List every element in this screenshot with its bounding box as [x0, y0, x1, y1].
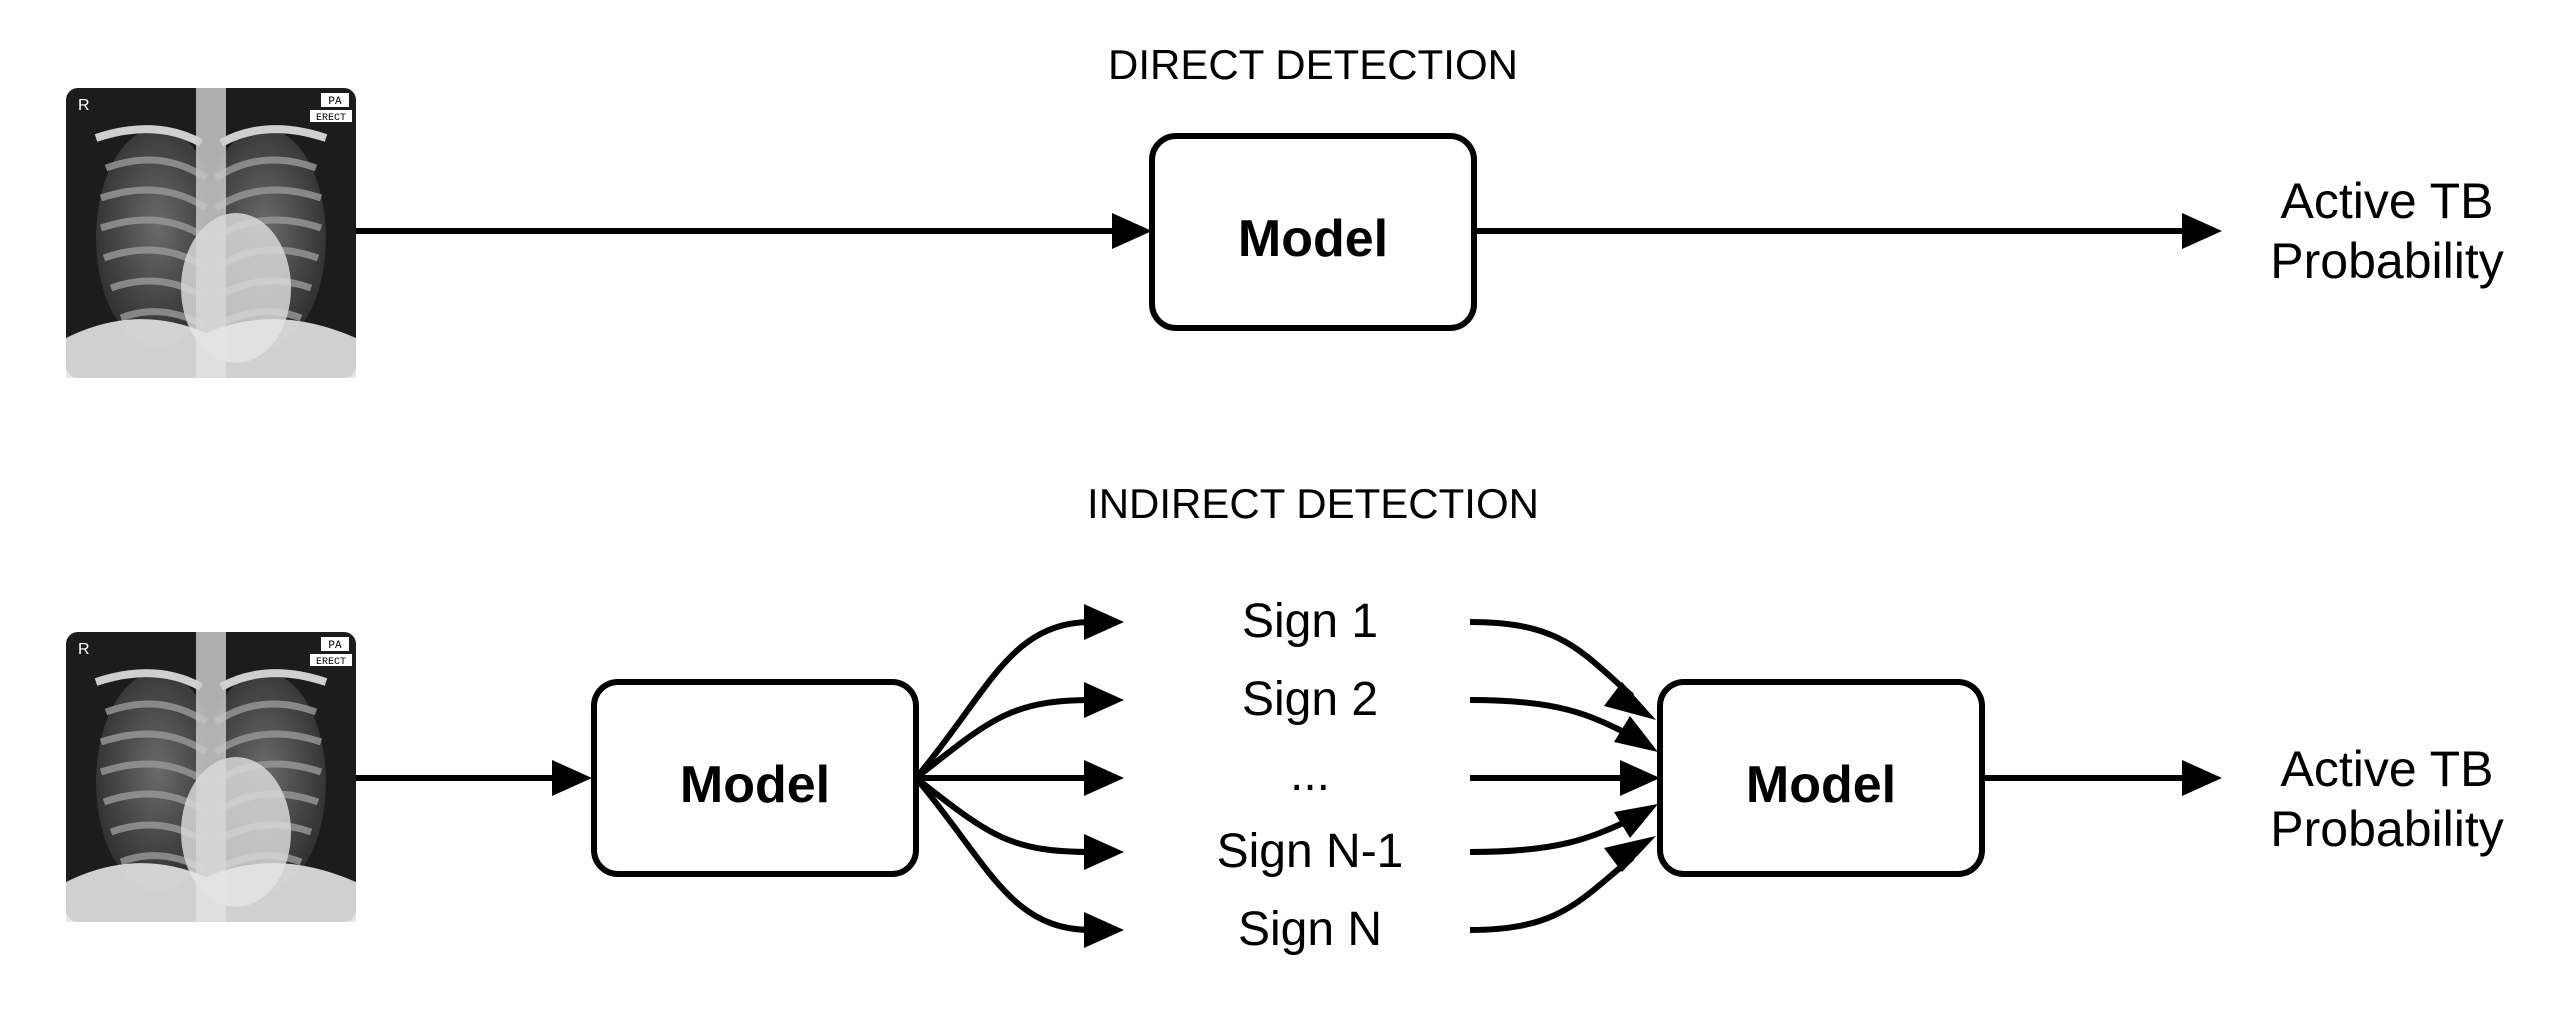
xray-tag-pa: PA: [328, 640, 342, 652]
arrowhead-to-sign2: [1084, 682, 1124, 718]
arrowhead-model-to-output: [2182, 213, 2222, 249]
arrowhead-xray-to-model: [1112, 213, 1152, 249]
arrowhead-model2-to-output: [2182, 760, 2222, 796]
sign-label-n: Sign N: [1238, 903, 1382, 956]
fan-out-arrow-sign2: [914, 697, 1093, 781]
direct-detection-title: DIRECT DETECTION: [1108, 41, 1518, 88]
direct-output-line2: Probability: [2270, 233, 2503, 289]
direct-output-line1: Active TB: [2280, 173, 2493, 229]
fan-in-arrow-sign2: [1469, 697, 1632, 738]
arrowhead-fan-in-sign2: [1614, 716, 1658, 752]
sign-label-n-1: Sign N-1: [1217, 825, 1404, 878]
indirect-detection-title: INDIRECT DETECTION: [1087, 480, 1539, 527]
xray-tag-erect: ERECT: [316, 113, 346, 124]
sign-label-1: Sign 1: [1242, 595, 1378, 648]
arrowhead-fan-in-ellipsis: [1620, 760, 1660, 796]
sign-label-ellipsis: ...: [1290, 748, 1330, 801]
direct-model-label: Model: [1238, 210, 1388, 268]
chest-xray-image-indirect: R PA ERECT: [66, 632, 356, 922]
fan-out-arrow-signn: [913, 776, 1093, 933]
arrowhead-to-signn: [1084, 912, 1124, 948]
arrowhead-xray-to-model1: [552, 760, 592, 796]
chest-xray-image-direct: R PA ERECT: [66, 88, 356, 378]
xray-marker-r: R: [78, 641, 90, 658]
indirect-output-line1: Active TB: [2280, 741, 2493, 797]
fan-in-arrow-sign1: [1469, 619, 1634, 699]
indirect-model2-label: Model: [1746, 756, 1896, 814]
arrowhead-fan-in-signn-1: [1614, 804, 1658, 838]
arrowhead-fan-in-signn: [1604, 836, 1656, 872]
sign-label-2: Sign 2: [1242, 673, 1378, 726]
xray-tag-pa: PA: [328, 96, 342, 108]
indirect-output-line2: Probability: [2270, 801, 2503, 857]
arrowhead-to-sign1: [1084, 604, 1124, 640]
indirect-model1-label: Model: [680, 756, 830, 814]
fan-out-arrow-sign1: [913, 619, 1093, 780]
fan-out-arrow-signn-1: [914, 775, 1093, 855]
arrowhead-to-ellipsis: [1084, 760, 1124, 796]
xray-tag-erect: ERECT: [316, 657, 346, 668]
fan-in-arrow-signn-1: [1469, 817, 1632, 855]
fan-in-arrow-signn: [1469, 855, 1634, 933]
arrowhead-to-signn-1: [1084, 834, 1124, 870]
xray-marker-r: R: [78, 97, 90, 114]
arrowhead-fan-in-sign1: [1604, 682, 1656, 720]
